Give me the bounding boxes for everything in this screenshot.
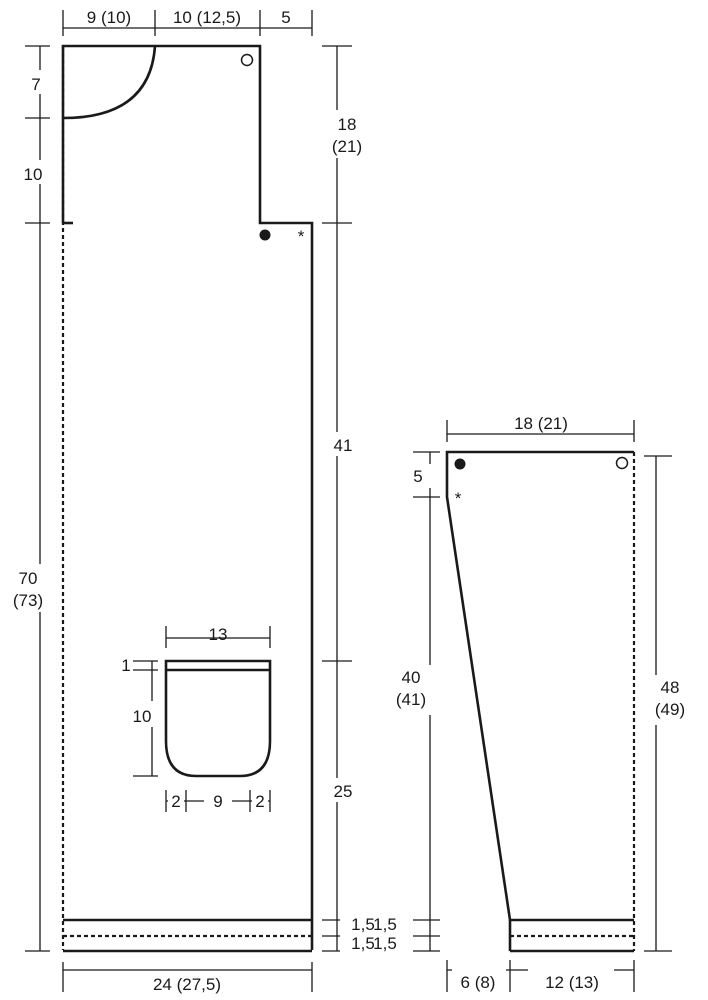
sleeve-slope-length-alt-label: (41) xyxy=(396,690,426,709)
pocket-width-label: 13 xyxy=(209,625,228,644)
sleeve-bottom-right-label: 12 (13) xyxy=(545,973,599,992)
front-right-dimension: 18 (21) 41 25 1,5 1,5 1,5 1,5 xyxy=(322,45,398,956)
sleeve-bottom-left-label: 6 (8) xyxy=(461,973,496,992)
front-piece: 9 (10) 10 (12,5) 5 * 7 10 70 xyxy=(13,8,398,994)
front-band-bottom-label-a: 1,5 xyxy=(351,934,375,953)
pocket-bottom-width-label: 9 xyxy=(213,792,222,811)
sleeve-open-circle-marker xyxy=(615,456,629,470)
front-armhole-height-label: 18 xyxy=(338,115,357,134)
front-width-neck-label: 9 (10) xyxy=(87,8,131,27)
front-left-dimension: 7 10 70 (73) xyxy=(13,45,50,952)
front-upper-body-label: 41 xyxy=(334,436,353,455)
front-total-length-alt-label: (73) xyxy=(13,591,43,610)
sleeve-outline xyxy=(445,450,634,922)
sleeve-total-length-alt-label: (49) xyxy=(655,700,685,719)
sleeve-piece: 18 (21) * 5 40 (41) 48 (49) xyxy=(394,414,692,992)
front-lower-body-label: 25 xyxy=(334,782,353,801)
sleeve-star-marker: * xyxy=(455,489,462,508)
front-open-circle-marker xyxy=(240,53,254,67)
sleeve-top-width-label: 18 (21) xyxy=(514,414,568,433)
sleeve-slope-length-label: 40 xyxy=(402,668,421,687)
front-width-armhole-label: 5 xyxy=(281,8,290,27)
front-filled-circle-marker xyxy=(259,229,271,241)
front-band-top-label-b: 1,5 xyxy=(373,915,397,934)
front-neck-curve xyxy=(62,45,157,120)
front-total-length-label: 70 xyxy=(19,569,38,588)
front-band-bottom-label-b: 1,5 xyxy=(373,934,397,953)
front-neck-depth-label: 7 xyxy=(31,75,40,94)
front-width-shoulder-label: 10 (12,5) xyxy=(173,8,241,27)
sleeve-filled-circle-marker xyxy=(454,458,466,470)
pocket-piece: 13 1 10 2 9 2 xyxy=(121,625,272,812)
front-star-marker: * xyxy=(298,227,305,246)
sleeve-top-depth-label: 5 xyxy=(413,467,422,486)
pocket-height-label: 10 xyxy=(133,707,152,726)
front-top-dimension: 9 (10) 10 (12,5) 5 xyxy=(62,8,313,36)
front-armhole-height-alt-label: (21) xyxy=(332,137,362,156)
front-bottom-dimension: 24 (27,5) xyxy=(62,962,313,994)
pocket-right-margin-label: 2 xyxy=(255,792,264,811)
front-band-top-label-a: 1,5 xyxy=(351,915,375,934)
pocket-band-label: 1 xyxy=(121,656,130,675)
front-bottom-width-label: 24 (27,5) xyxy=(153,975,221,994)
front-outline xyxy=(61,44,314,950)
pocket-left-margin-label: 2 xyxy=(171,792,180,811)
pocket-outline xyxy=(164,659,272,778)
sleeve-total-length-label: 48 xyxy=(661,678,680,697)
front-armhole-left-label: 10 xyxy=(24,165,43,184)
